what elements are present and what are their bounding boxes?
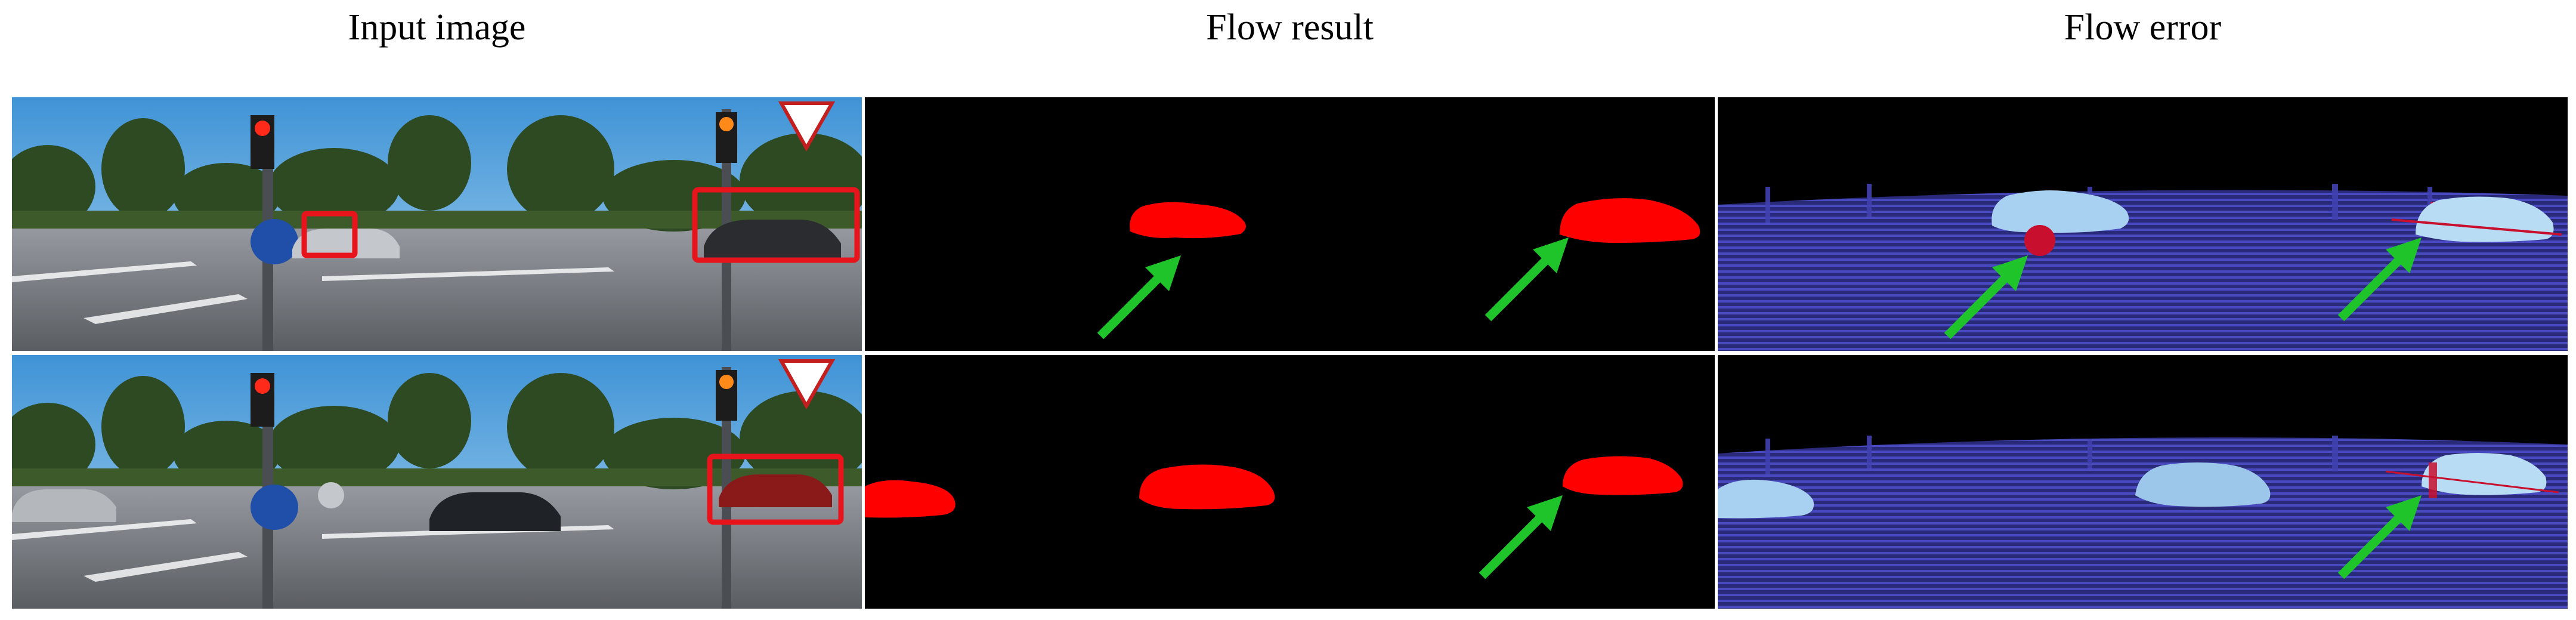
arrow-icon [1479,495,1563,579]
arrow-icon [1097,255,1181,340]
highlight-box [692,187,860,263]
flow-error-row2 [1718,355,2568,609]
title-flow-error: Flow error [2064,7,2222,48]
arrow-icon [1944,255,2028,340]
car-mask [1563,456,1683,495]
title-flow-result: Flow result [1206,7,1374,48]
highlight-box [301,211,358,258]
highlight-box [707,454,844,525]
input-image-row1 [12,97,862,351]
arrow-icon [2337,237,2422,322]
car-mask [1130,202,1246,239]
arrow-icon [1485,237,1569,322]
arrow-icon [2337,495,2422,579]
flow-error-row1 [1718,97,2568,351]
title-input-image: Input image [348,7,526,48]
flow-result-row1 [865,97,1715,351]
input-image-row2 [12,355,862,609]
flow-result-row2 [865,355,1715,609]
car-mask [1139,464,1275,510]
car-mask [1560,198,1700,243]
car-mask [865,480,955,518]
